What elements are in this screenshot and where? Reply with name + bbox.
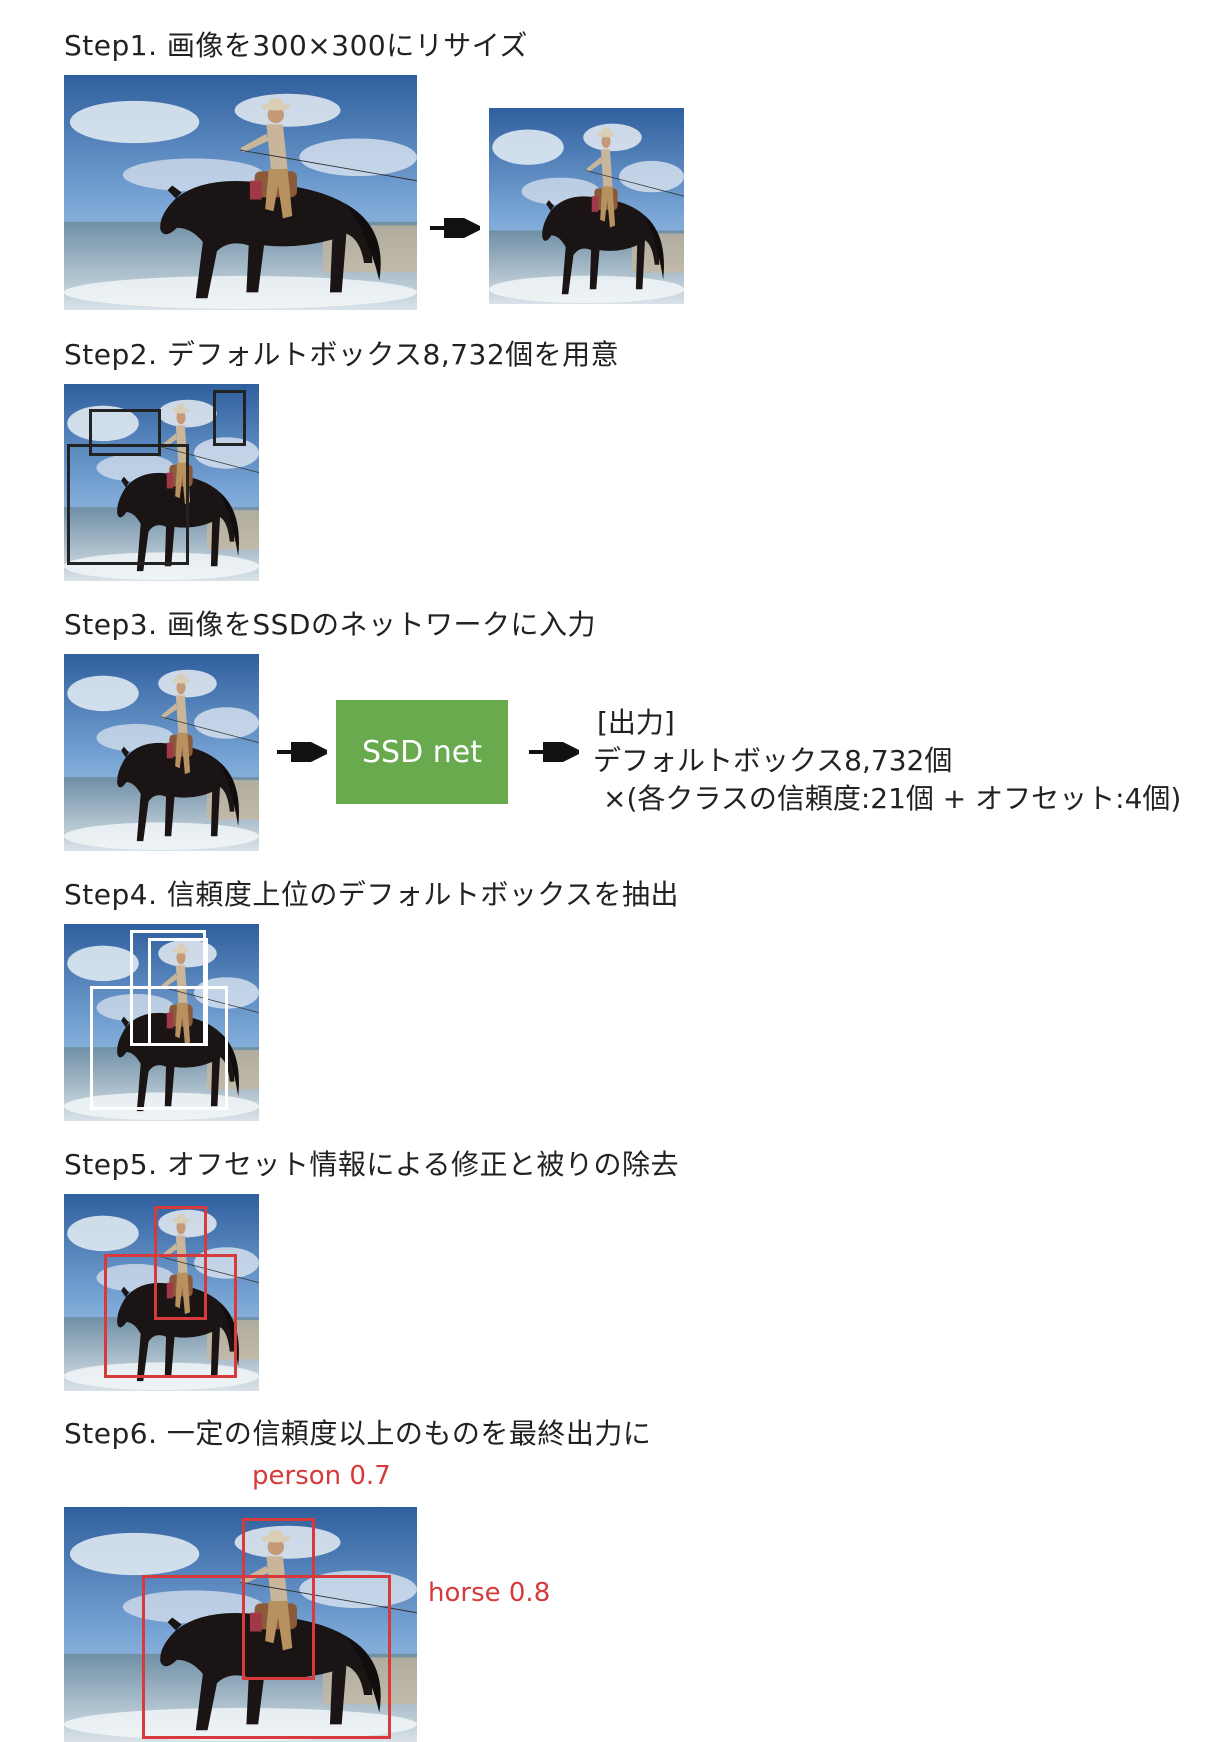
default-box-tall — [213, 390, 246, 446]
refined-person-box — [154, 1206, 207, 1320]
final-person-box — [242, 1518, 315, 1680]
step1-resized-image — [489, 108, 684, 304]
step3-title: Step3. 画像をSSDのネットワークに入力 — [64, 608, 596, 641]
step1-original-image — [64, 75, 417, 310]
horse-detection-label: horse 0.8 — [428, 1578, 551, 1608]
output-per-box-values: ×(各クラスの信頼度:21個 + オフセット:4個) — [603, 782, 1182, 815]
step3-input-image — [64, 654, 259, 851]
resize-arrow — [430, 218, 480, 238]
output-default-boxes: デフォルトボックス8,732個 — [593, 744, 953, 777]
step6-title: Step6. 一定の信頼度以上のものを最終出力に — [64, 1417, 652, 1450]
step2-image — [64, 384, 259, 581]
default-box-square — [67, 444, 189, 565]
output-arrow — [529, 742, 579, 762]
step4-image — [64, 924, 259, 1121]
step1-title: Step1. 画像を300×300にリサイズ — [64, 29, 528, 62]
output-heading: [出力] — [597, 706, 675, 739]
candidate-box-3 — [90, 986, 228, 1110]
step5-title: Step5. オフセット情報による修正と被りの除去 — [64, 1148, 680, 1181]
person-detection-label: person 0.7 — [252, 1461, 391, 1491]
ssd-network-box: SSD net — [336, 700, 508, 804]
step6-final-image — [64, 1507, 417, 1742]
input-arrow — [277, 742, 327, 762]
final-horse-box — [142, 1575, 391, 1739]
step4-title: Step4. 信頼度上位のデフォルトボックスを抽出 — [64, 878, 680, 911]
step5-image — [64, 1194, 259, 1391]
step2-title: Step2. デフォルトボックス8,732個を用意 — [64, 338, 620, 371]
candidate-box-2 — [148, 938, 208, 1046]
default-box-wide — [89, 409, 161, 456]
refined-horse-box — [104, 1254, 237, 1378]
